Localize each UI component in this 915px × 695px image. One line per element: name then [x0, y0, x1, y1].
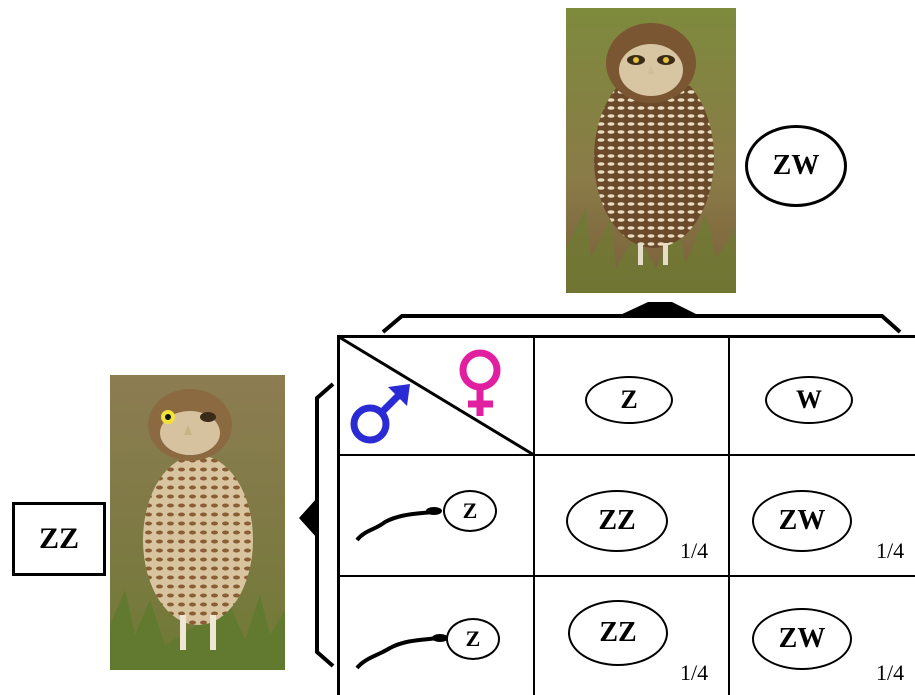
grid-top-border [337, 335, 915, 338]
offspring-cell-r1c1: ZZ [566, 490, 668, 552]
grid-diagonal [338, 335, 535, 457]
female-genotype-label: ZW [772, 150, 820, 181]
offspring-fraction-r1c2: 1/4 [876, 538, 905, 563]
grid-vline-2 [728, 335, 730, 695]
female-owl-photo [566, 8, 736, 293]
offspring-fraction-r1c1: 1/4 [680, 538, 709, 563]
offspring-fraction-r2c2: 1/4 [876, 660, 905, 685]
female-gamete-z: Z [585, 376, 673, 424]
male-bracket [299, 382, 335, 668]
grid-hline-2 [337, 575, 915, 577]
female-gamete-w: W [765, 376, 853, 424]
offspring-cell-r1c2: ZW [752, 490, 852, 552]
offspring-cell-r2c1: ZZ [568, 600, 668, 666]
sperm-icon [355, 507, 442, 542]
offspring-fraction-r2c1: 1/4 [680, 660, 709, 685]
female-symbol-icon [459, 349, 501, 416]
grid-left-border [337, 335, 340, 695]
grid-vline-1 [533, 335, 535, 695]
grid-hline-1 [337, 454, 915, 456]
male-genotype-label: ZZ [38, 522, 80, 555]
offspring-cell-r2c2: ZW [752, 608, 852, 670]
male-genotype-box: ZZ [12, 502, 106, 576]
female-genotype-circle: ZW [745, 125, 847, 207]
female-bracket [381, 302, 902, 334]
male-symbol-icon [350, 384, 410, 444]
male-owl-photo [110, 375, 285, 670]
male-gamete-z-2: Z [446, 618, 500, 660]
sperm-icon [355, 634, 448, 670]
male-gamete-z-1: Z [443, 490, 497, 532]
